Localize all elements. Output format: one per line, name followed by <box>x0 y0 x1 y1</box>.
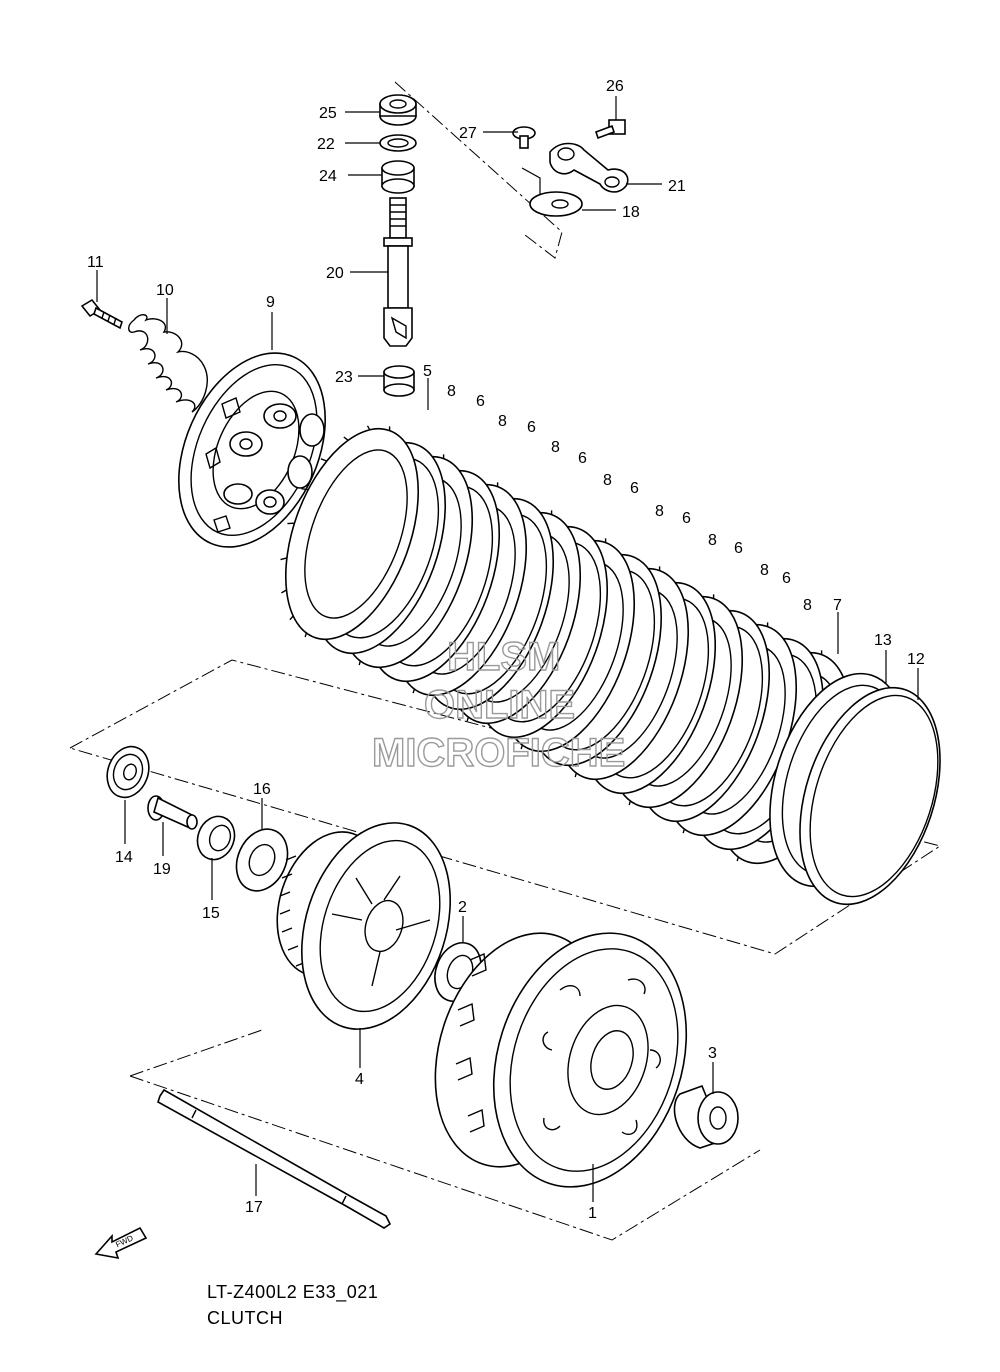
part-21-release-arm <box>549 142 629 193</box>
part-1-clutch-housing <box>434 932 688 1188</box>
label-8h: 8 <box>803 597 812 614</box>
label-14: 14 <box>115 849 133 866</box>
part-15-seal <box>196 815 236 861</box>
part-26-bolt <box>594 119 626 140</box>
label-6e: 6 <box>682 510 691 527</box>
label-8d: 8 <box>603 472 612 489</box>
clutch-plate-stack <box>280 425 852 865</box>
label-17: 17 <box>245 1199 263 1216</box>
assembly-outlines <box>68 81 942 1241</box>
part-27-screw <box>512 126 536 149</box>
part-3-spacer <box>673 1084 739 1149</box>
watermark-line-1: HLSM <box>447 635 560 679</box>
label-2: 2 <box>458 899 467 916</box>
small-parts <box>106 745 289 892</box>
label-26: 26 <box>606 78 624 95</box>
label-6g: 6 <box>782 570 791 587</box>
label-18: 18 <box>622 204 640 221</box>
pressure-plate-assembly <box>80 298 326 548</box>
plate-stack-group <box>280 425 852 865</box>
watermark-line-3: MICROFICHE <box>372 731 625 775</box>
section-title: CLUTCH <box>207 1308 284 1328</box>
label-13: 13 <box>874 632 892 649</box>
label-4: 4 <box>355 1071 364 1088</box>
label-10: 10 <box>156 282 174 299</box>
label-5: 5 <box>423 363 432 380</box>
label-6a: 6 <box>476 393 485 410</box>
part-16-lock-washer <box>235 828 289 892</box>
label-7: 7 <box>833 597 842 614</box>
part-24-bearing <box>381 160 415 194</box>
fwd-arrow-icon: FWD <box>94 1226 148 1260</box>
label-8c: 8 <box>551 439 560 456</box>
label-12: 12 <box>907 651 925 668</box>
label-23: 23 <box>335 369 353 386</box>
label-6f: 6 <box>734 540 743 557</box>
label-6d: 6 <box>630 480 639 497</box>
label-25: 25 <box>319 105 337 122</box>
model-code: LT-Z400L2 E33_021 <box>207 1282 379 1302</box>
label-8g: 8 <box>760 562 769 579</box>
part-9-pressure-plate <box>178 352 326 548</box>
part-number-labels: 25 22 24 20 23 27 26 21 18 11 10 9 5 8 6… <box>87 78 925 1222</box>
label-15: 15 <box>202 905 220 922</box>
part-23-bearing <box>383 365 415 397</box>
label-1: 1 <box>588 1205 597 1222</box>
part-25-bearing <box>379 94 417 126</box>
watermark: HLSM ONLINE MICROFICHE <box>371 634 626 775</box>
part-4-sleeve-hub <box>276 822 451 1030</box>
part-20-release-shaft <box>383 197 413 347</box>
leader-lines <box>96 96 919 1202</box>
drive-plate <box>280 425 420 641</box>
label-8b: 8 <box>498 413 507 430</box>
part-14-bearing <box>106 745 150 799</box>
watermark-line-2: ONLINE <box>424 683 575 727</box>
release-shaft-assembly <box>379 94 417 397</box>
part-12-ring <box>799 686 941 906</box>
part-10-spring <box>128 314 208 413</box>
label-6b: 6 <box>527 419 536 436</box>
label-3: 3 <box>708 1045 717 1062</box>
label-11: 11 <box>87 254 104 271</box>
label-27: 27 <box>459 125 477 142</box>
label-9: 9 <box>266 294 275 311</box>
part-17-push-rod <box>157 1088 392 1229</box>
label-21: 21 <box>668 178 686 195</box>
label-6c: 6 <box>578 450 587 467</box>
label-20: 20 <box>326 265 344 282</box>
part-22-washer <box>379 134 417 152</box>
label-16: 16 <box>253 781 271 798</box>
part-11-bolt <box>80 298 123 330</box>
part-18-plate <box>521 167 583 217</box>
release-arm-assembly <box>512 119 629 217</box>
label-8a: 8 <box>447 383 456 400</box>
part-19-spacer <box>147 795 198 830</box>
label-19: 19 <box>153 861 171 878</box>
label-22: 22 <box>317 136 335 153</box>
label-8f: 8 <box>708 532 717 549</box>
label-8e: 8 <box>655 503 664 520</box>
label-24: 24 <box>319 168 337 185</box>
